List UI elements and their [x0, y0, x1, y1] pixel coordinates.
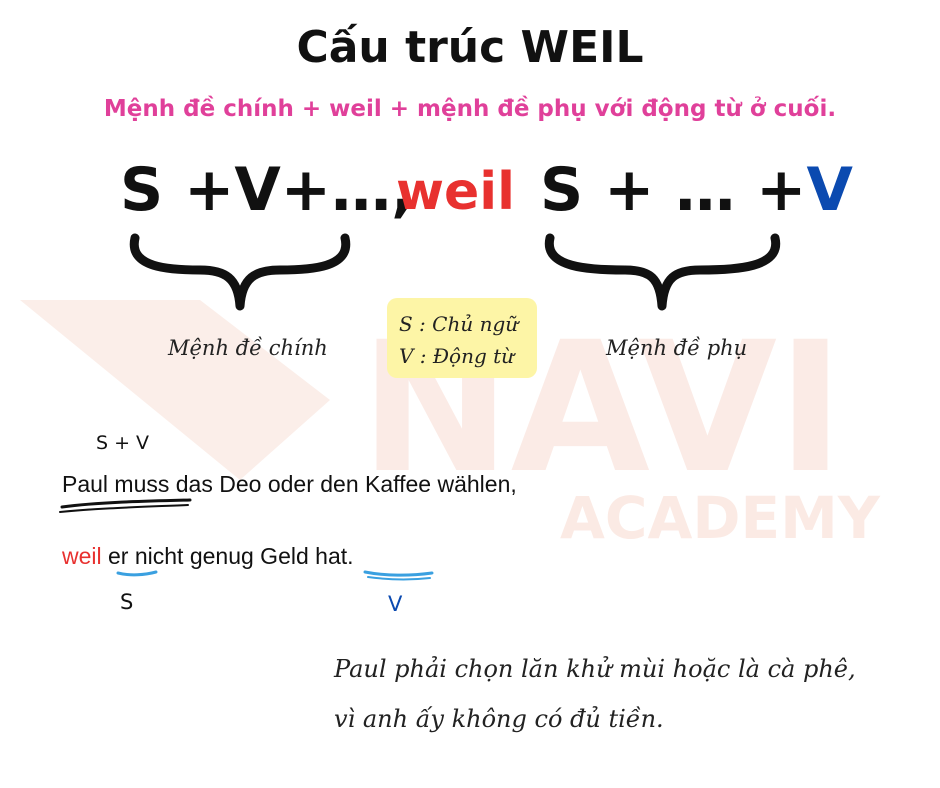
example-sentence-1: Paul muss das Deo oder den Kaffee wählen…: [62, 471, 517, 498]
underline-paul-muss: [60, 498, 192, 509]
navi-academy-watermark: NAVI ACADEMY: [20, 300, 881, 552]
legend-subject: S : Chủ ngữ: [399, 312, 519, 336]
sentence2-verb: hat.: [315, 543, 354, 569]
translation-line-2: vì anh ấy không có đủ tiền.: [334, 705, 664, 733]
legend-box: S : Chủ ngữ V : Động từ: [387, 298, 537, 378]
mark-verb: V: [388, 592, 403, 616]
formula-sub-clause-prefix: S + … +: [540, 155, 807, 225]
sentence2-middle: nicht genug Geld: [128, 543, 316, 569]
sentence1-rest: das Deo oder den Kaffee wählen,: [169, 471, 517, 497]
formula-main-clause: S +V+…,: [120, 155, 414, 225]
formula-sub-clause: S + … +V: [540, 160, 853, 220]
underline-paul-muss-2: [59, 504, 189, 513]
sentence2-subject: er: [101, 543, 129, 569]
translation-line-1: Paul phải chọn lăn khử mùi hoặc là cà ph…: [334, 655, 856, 683]
page-title: Cấu trúc WEIL: [296, 22, 644, 73]
brace-sub-clause: [544, 233, 781, 311]
formula-connector-weil: weil: [396, 162, 515, 222]
underline-hat: [363, 570, 434, 577]
label-sub-clause: Mệnh đề phụ: [606, 336, 748, 360]
underline-er: [116, 570, 158, 577]
sentence1-subject-verb: Paul muss: [62, 471, 170, 497]
watermark-logo-shape: [20, 300, 330, 480]
example-sentence-2: weil er nicht genug Geld hat.: [62, 543, 354, 570]
watermark-text-academy: ACADEMY: [560, 484, 881, 552]
underline-hat-2: [367, 576, 431, 581]
curly-braces: [129, 233, 781, 311]
brace-main-clause: [129, 233, 351, 311]
underline-strokes: [59, 498, 434, 581]
page-subtitle: Mệnh đề chính + weil + mệnh đề phụ với đ…: [103, 96, 837, 122]
legend-verb: V : Động từ: [399, 344, 515, 368]
mark-subject: S: [120, 590, 134, 614]
formula-sub-clause-verb: V: [806, 155, 853, 225]
sentence2-connector: weil: [62, 543, 102, 569]
mark-subject-verb: S + V: [96, 432, 150, 454]
label-main-clause: Mệnh đề chính: [168, 336, 328, 360]
